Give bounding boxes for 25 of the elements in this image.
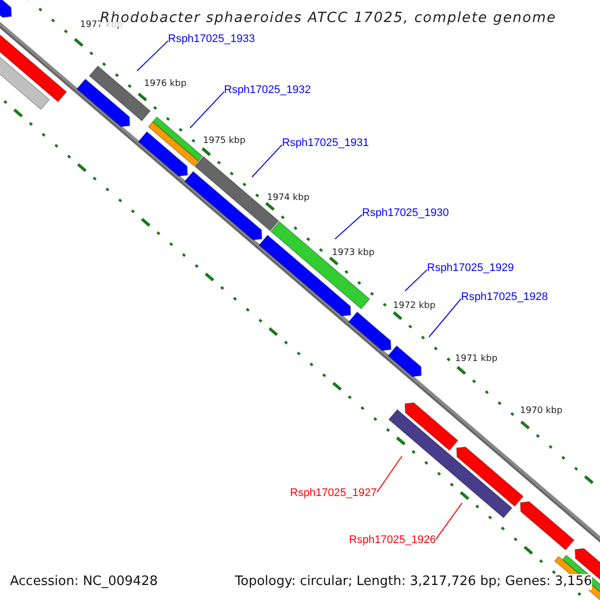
gene-label: Rsph17025_1929 — [427, 262, 514, 275]
genome-info-text: Topology: circular; Length: 3,217,726 bp; Genes: 3,156 — [234, 574, 592, 590]
leader-line — [428, 298, 462, 338]
leader-line — [436, 502, 462, 540]
accession-text: Accession: NC_009428 — [10, 574, 158, 590]
gene-label: Rsph17025_1930 — [362, 207, 449, 220]
gene-label: Rsph17025_1931 — [282, 137, 369, 150]
scale-label: 1975 kbp — [203, 136, 246, 147]
scale-label: 1976 kbp — [144, 79, 186, 90]
leader-line — [334, 214, 362, 240]
gene-label: Rsph17025_1927 — [290, 487, 377, 500]
gene-label: Rsph17025_1928 — [461, 291, 548, 304]
leader-line — [404, 269, 428, 292]
leader-line — [136, 40, 168, 72]
scale-label: 1971 kbp — [455, 354, 498, 365]
gene-label: Rsph17025_1926 — [349, 534, 436, 547]
scale-label: 1970 kbp — [520, 406, 562, 417]
scale-label: 1973 kbp — [332, 248, 374, 259]
gene-label: Rsph17025_1932 — [224, 84, 311, 97]
leader-line — [252, 144, 282, 178]
gene-label: Rsph17025_1933 — [168, 33, 255, 46]
scale-label: 1974 kbp — [267, 193, 310, 204]
leader-line — [376, 456, 402, 493]
leader-line — [190, 91, 224, 128]
scale-label: 1972 kbp — [393, 301, 436, 312]
